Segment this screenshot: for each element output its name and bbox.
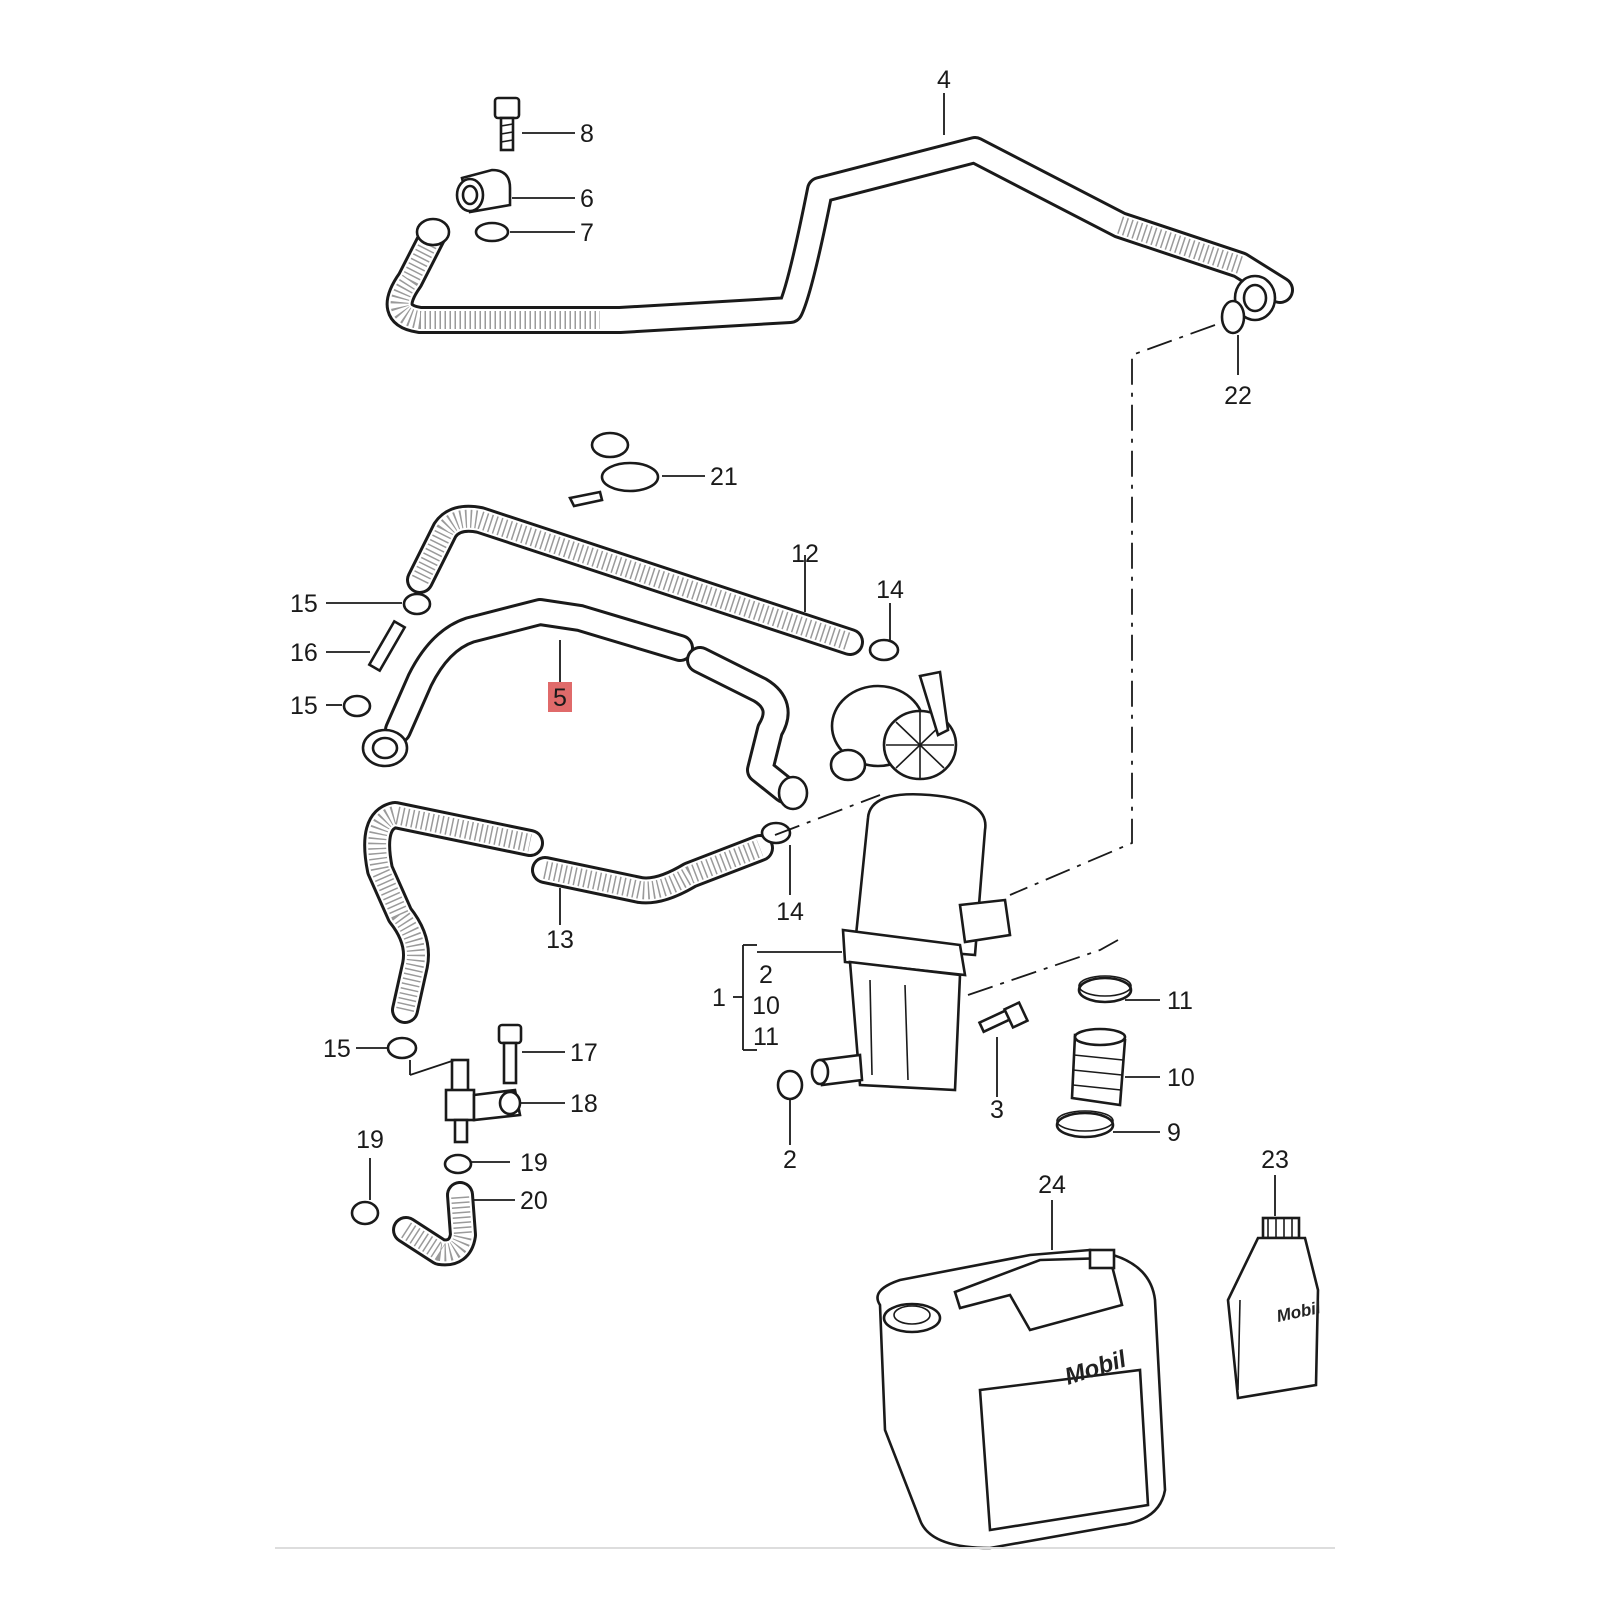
oil-separator-1 xyxy=(810,670,1012,1092)
callout-2: 2 xyxy=(783,1146,797,1174)
callout-labels: 4 8 6 7 22 21 12 14 15 16 15 5 14 13 1 2… xyxy=(290,66,1289,1215)
sleeve-10 xyxy=(1070,1027,1127,1107)
callout-11: 11 xyxy=(1167,987,1193,1015)
callout-1-sub-10: 10 xyxy=(752,992,780,1020)
callout-19-left: 19 xyxy=(356,1126,384,1154)
callout-1-sub-11: 11 xyxy=(753,1023,779,1051)
callout-15-top: 15 xyxy=(290,590,318,618)
callout-12: 12 xyxy=(791,540,819,568)
leader-lines xyxy=(326,93,1276,1250)
clamp-11 xyxy=(1077,975,1133,1004)
clamp-19-a xyxy=(350,1200,380,1226)
hose-13 xyxy=(363,801,774,1024)
callout-14-top: 14 xyxy=(876,576,904,604)
callout-17: 17 xyxy=(570,1039,598,1067)
clamp-9 xyxy=(1055,1110,1115,1139)
callout-9: 9 xyxy=(1167,1119,1181,1147)
callout-1-sub-2: 2 xyxy=(759,961,773,989)
callout-24: 24 xyxy=(1038,1171,1066,1199)
callout-21: 21 xyxy=(710,463,738,491)
oil-canister-24: Mobil xyxy=(876,1248,1167,1550)
o-ring-22 xyxy=(1220,299,1246,335)
callout-15-mid: 15 xyxy=(290,692,318,720)
callout-6: 6 xyxy=(580,185,594,213)
o-ring-2 xyxy=(776,1069,804,1101)
callout-10: 10 xyxy=(1167,1064,1195,1092)
hose-4 xyxy=(385,136,1294,334)
callout-23: 23 xyxy=(1261,1146,1289,1174)
clamp-15-b xyxy=(342,694,372,718)
bolt-17 xyxy=(497,1023,523,1085)
callout-19-right: 19 xyxy=(520,1149,548,1177)
callout-7: 7 xyxy=(580,219,594,247)
clamp-15-a xyxy=(402,592,432,616)
connector-16 xyxy=(367,619,407,673)
valve-18 xyxy=(444,1058,522,1144)
callout-4: 4 xyxy=(937,66,951,94)
callout-18: 18 xyxy=(570,1090,598,1118)
callout-15-bottom: 15 xyxy=(323,1035,351,1063)
clamp-21 xyxy=(568,431,660,508)
callout-20: 20 xyxy=(520,1187,548,1215)
dashed-connector-22 xyxy=(1009,324,1216,896)
o-ring-7 xyxy=(474,221,510,243)
callout-5-highlight xyxy=(548,682,572,712)
bolt-3 xyxy=(977,1000,1030,1034)
callout-5: 5 xyxy=(553,684,567,712)
fitting-6 xyxy=(455,168,512,214)
dashed-connector-11 xyxy=(967,939,1119,996)
oil-bottle-23: Mobil xyxy=(1226,1216,1323,1400)
callout-14-bottom: 14 xyxy=(776,898,804,926)
hose-20 xyxy=(392,1181,477,1267)
hose-12 xyxy=(406,504,864,656)
callout-16: 16 xyxy=(290,639,318,667)
dashed-connector-13 xyxy=(774,794,881,836)
clamp-15-c xyxy=(386,1036,418,1060)
clamp-14-a xyxy=(868,638,900,662)
callout-8: 8 xyxy=(580,120,594,148)
hose-5 xyxy=(361,598,809,811)
callout-13: 13 xyxy=(546,926,574,954)
clamp-14-b xyxy=(760,821,792,845)
bolt-8 xyxy=(493,96,521,152)
clamp-19-b xyxy=(443,1153,473,1175)
callout-1: 1 xyxy=(712,984,726,1012)
callout-22: 22 xyxy=(1224,382,1252,410)
callout-3: 3 xyxy=(990,1096,1004,1124)
